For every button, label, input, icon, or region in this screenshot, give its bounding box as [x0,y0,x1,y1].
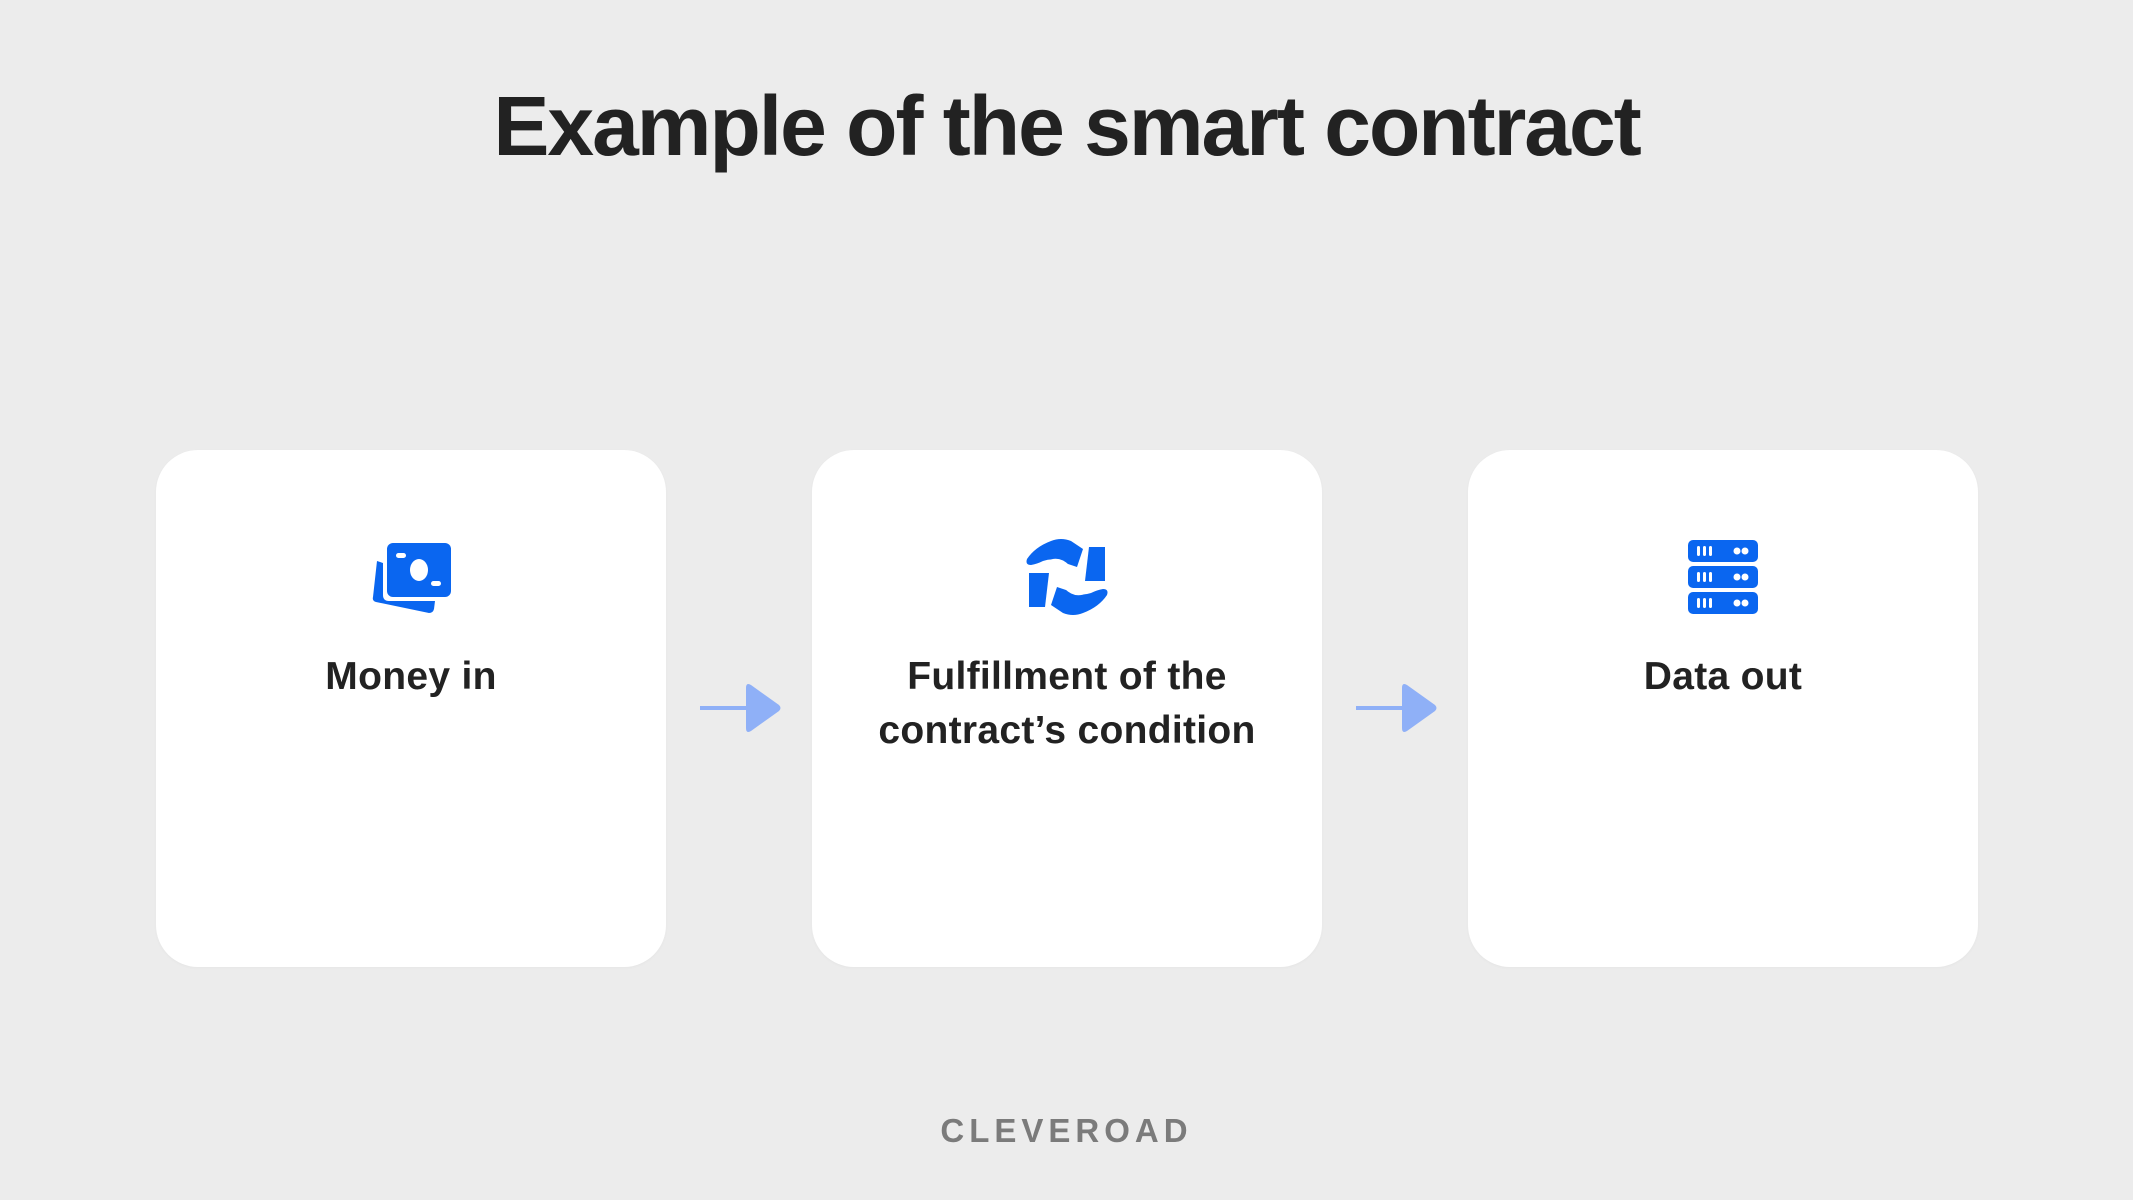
step-card-data-out: Data out [1468,450,1978,967]
step-card-fulfillment: Fulfillment of the contract’s condition [812,450,1322,967]
page-title: Example of the smart contract [493,79,1641,173]
step-card-money-in: Money in [156,450,666,967]
step-label: Data out [1643,655,1803,698]
money-bills-icon [366,532,456,622]
brand-logo: CLEVEROAD [940,1112,1193,1149]
arrow-right-icon [1356,680,1440,736]
step-label: Money in [325,655,497,698]
arrow-right-icon [700,680,784,736]
step-label: Fulfillment of the contract’s condition [878,655,1256,752]
hands-exchange-icon [1022,532,1112,622]
server-stack-icon [1678,532,1768,622]
